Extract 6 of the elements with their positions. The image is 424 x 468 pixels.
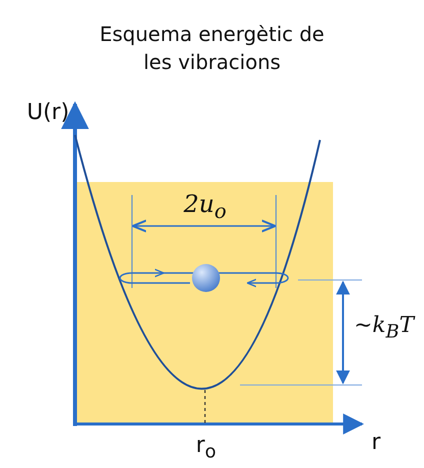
dimension-label: 2u$_{o}$ xyxy=(184,190,226,223)
dimension-label: ~k$_{B}$T xyxy=(354,313,414,342)
diagram-title: Esquema energètic de les vibracions xyxy=(98,21,326,76)
axis-label: r$_{o}$ xyxy=(196,433,216,462)
axis-label: U(r) xyxy=(26,100,70,125)
axis-label: r xyxy=(371,430,381,455)
